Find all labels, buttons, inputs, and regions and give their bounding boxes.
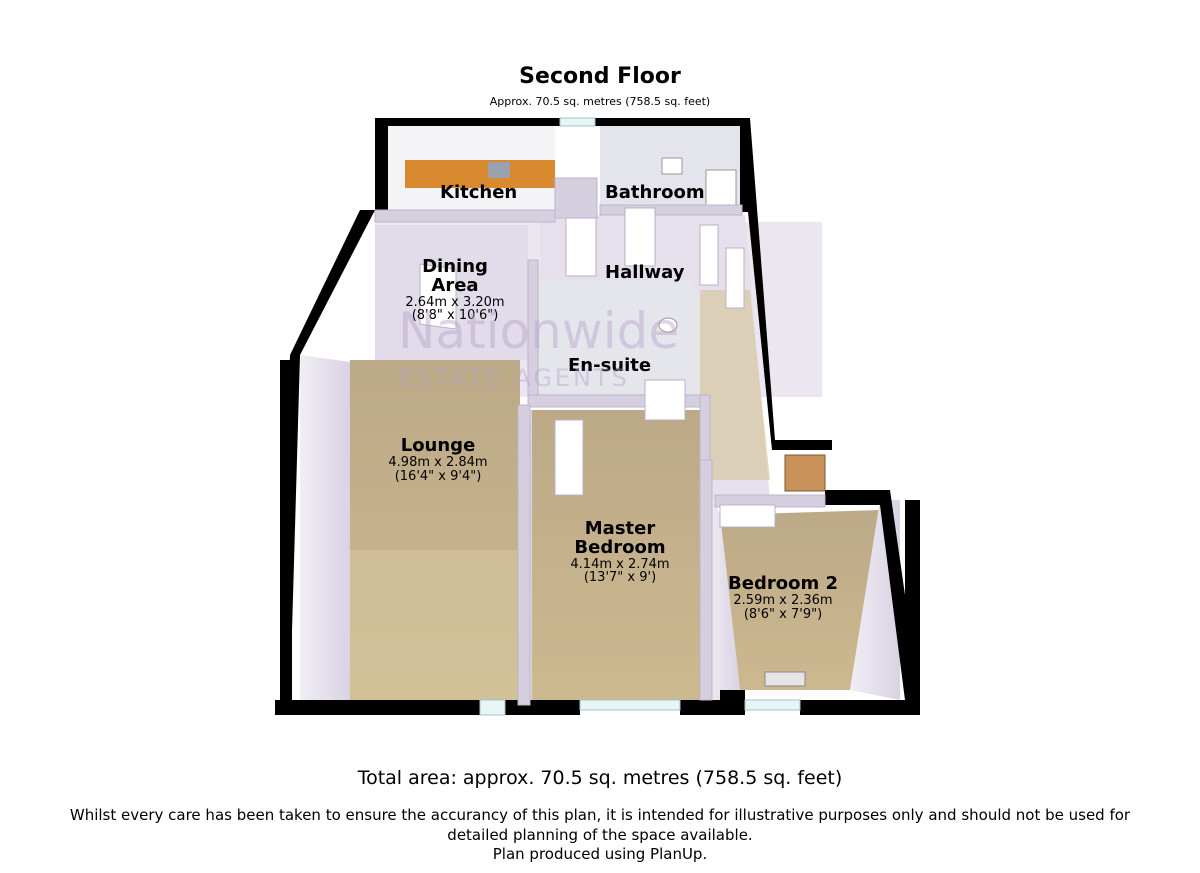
bath-icon <box>705 169 737 211</box>
plan-subtitle: Approx. 70.5 sq. metres (758.5 sq. feet) <box>489 95 711 108</box>
room-kitchen <box>388 125 555 212</box>
plan-title: Second Floor <box>519 64 681 89</box>
disclaimer-line-2: detailed planning of the space available… <box>447 825 753 844</box>
label-ensuite: En-suite <box>568 355 652 376</box>
label-hallway: Hallway <box>605 262 685 283</box>
door-bedroom-2 <box>719 504 776 528</box>
door-hallway-2 <box>725 247 745 309</box>
label-dining: Dining Area 2.64m x 3.20m (8'8" x 10'6") <box>405 256 505 324</box>
kitchen-worktop <box>405 160 555 188</box>
disclaimer-line-1: Whilst every care has been taken to ensu… <box>69 806 1131 824</box>
sink-icon <box>488 162 510 178</box>
room-bathroom <box>600 125 742 212</box>
basin-icon <box>661 157 683 175</box>
disclaimer: Whilst every care has been taken to ensu… <box>0 806 1200 865</box>
room-ensuite <box>530 280 700 395</box>
ensuite-basin-icon <box>658 317 678 333</box>
window-bedroom-2 <box>744 699 801 711</box>
label-master-bedroom: Master Bedroom 4.14m x 2.74m (13'7" x 9'… <box>570 518 670 586</box>
door-entrance <box>784 454 826 492</box>
label-bedroom-2: Bedroom 2 2.59m x 2.36m (8'6" x 7'9") <box>728 573 838 622</box>
window-lounge <box>479 699 506 716</box>
windows <box>479 117 801 716</box>
door-master-bedroom <box>554 419 584 496</box>
door-kitchen <box>419 263 457 330</box>
door-bathroom <box>624 207 656 267</box>
radiator-icon <box>764 671 806 687</box>
door-cupboard <box>565 217 597 277</box>
interior-walls <box>374 177 826 706</box>
window-kitchen <box>559 117 596 127</box>
label-bathroom: Bathroom <box>605 182 705 203</box>
room-lounge <box>300 355 520 700</box>
door-hallway-1 <box>699 224 719 286</box>
doors <box>419 207 826 528</box>
door-ensuite <box>644 379 686 421</box>
produced-by: Plan produced using PlanUp. <box>492 845 708 863</box>
total-area: Total area: approx. 70.5 sq. metres (758… <box>357 767 843 789</box>
watermark-text: Nationwide <box>398 302 680 360</box>
label-kitchen: Kitchen <box>440 182 518 203</box>
outer-walls <box>275 118 920 715</box>
window-master <box>579 699 681 711</box>
room-bedroom-2 <box>705 480 900 700</box>
watermark-subtext: ESTATE AGENTS <box>398 364 630 392</box>
label-lounge: Lounge 4.98m x 2.84m (16'4" x 9'4") <box>388 435 488 484</box>
